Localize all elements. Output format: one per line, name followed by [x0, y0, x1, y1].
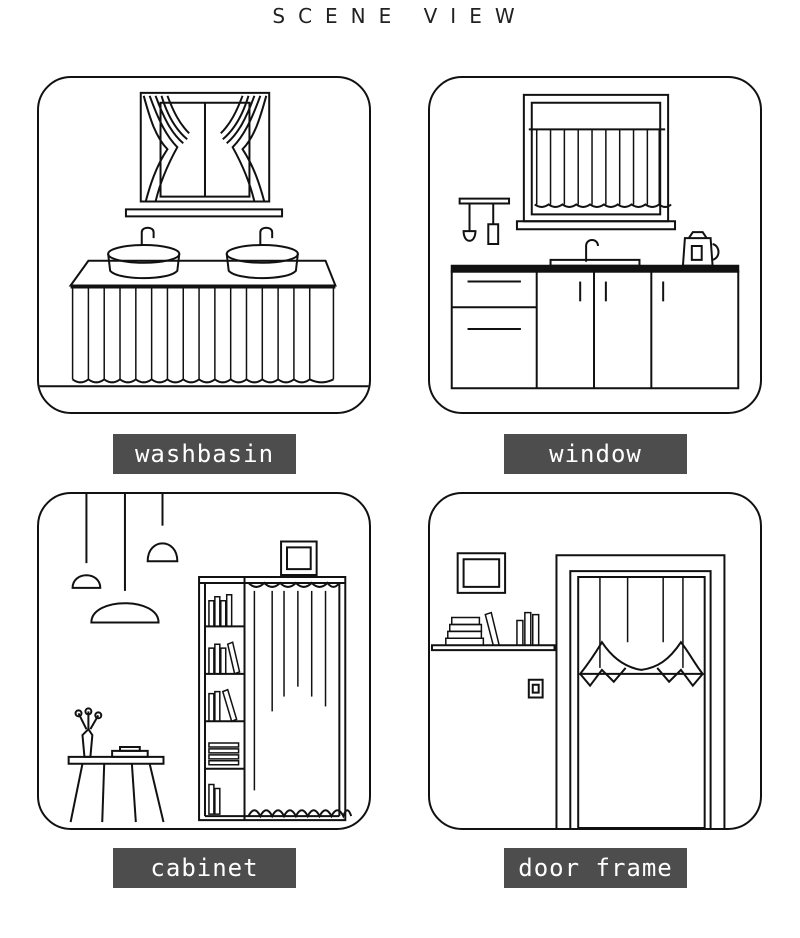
scene-panel-door-frame[interactable]: [428, 492, 762, 830]
door-frame-illustration: [430, 494, 760, 828]
scene-panel-window[interactable]: [428, 76, 762, 414]
scene-label-door-frame: door frame: [504, 848, 687, 888]
kitchen-window-illustration: [430, 78, 760, 412]
scene-panel-cabinet[interactable]: [37, 492, 371, 830]
washbasin-illustration: [39, 78, 369, 412]
scene-label-window: window: [504, 434, 687, 474]
page-title: SCENE VIEW: [272, 4, 528, 28]
scene-panel-washbasin[interactable]: [37, 76, 371, 414]
scene-label-cabinet: cabinet: [113, 848, 296, 888]
scene-label-washbasin: washbasin: [113, 434, 296, 474]
cabinet-illustration: [39, 494, 369, 828]
